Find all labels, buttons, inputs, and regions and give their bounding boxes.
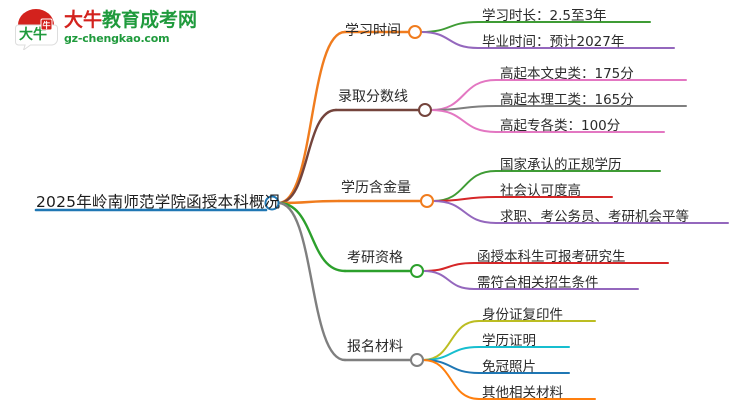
branch-node[interactable] (418, 103, 432, 117)
leaf-label-score-liberal-arts[interactable]: 高起本文史类：175分 (500, 66, 634, 82)
branch-label-application-materials[interactable]: 报名材料 (347, 339, 403, 355)
branch-node[interactable] (410, 264, 424, 278)
svg-text:大牛: 大牛 (19, 26, 47, 43)
logo-title: 大牛教育成考网 (64, 9, 204, 31)
leaf-connector (422, 262, 475, 272)
root-node[interactable] (264, 195, 280, 211)
leaf-label-can-apply-postgrad[interactable]: 函授本科生可报考研究生 (477, 249, 626, 265)
leaf-connector (422, 270, 475, 290)
branch-label-admission-score[interactable]: 录取分数线 (338, 89, 408, 105)
logo-domain: gz-chengkao.com (64, 32, 170, 45)
branch-node[interactable] (420, 194, 434, 208)
leaf-label-study-duration[interactable]: 学习时长：2.5至3年 (482, 8, 607, 24)
root-node-label[interactable]: 2025年岭南师范学院函授本科概况 (36, 193, 281, 211)
logo-title-green: 教育成考网 (102, 9, 198, 31)
logo-text: 大牛教育成考网 gz-chengkao.com (64, 9, 204, 46)
leaf-label-graduation-time[interactable]: 毕业时间：预计2027年 (482, 34, 625, 50)
leaf-label-other-materials[interactable]: 其他相关材料 (482, 385, 563, 401)
branch-connector (277, 199, 341, 205)
svg-text:牛: 牛 (43, 20, 51, 30)
logo-mark-icon: 大牛 牛 (14, 8, 58, 52)
branch-node[interactable] (410, 353, 424, 367)
leaf-connector (422, 359, 480, 400)
branch-node[interactable] (408, 25, 422, 39)
leaf-label-photo[interactable]: 免冠照片 (482, 359, 536, 375)
leaf-label-score-science[interactable]: 高起本理工类：165分 (500, 92, 634, 108)
branch-label-postgrad-eligibility[interactable]: 考研资格 (347, 250, 403, 266)
leaf-label-equal-opportunity[interactable]: 求职、考公务员、考研机会平等 (500, 209, 689, 225)
leaf-connector (420, 31, 479, 49)
site-logo: 大牛 牛 大牛教育成考网 gz-chengkao.com (14, 6, 204, 52)
leaf-label-id-copy[interactable]: 身份证复印件 (482, 307, 563, 323)
branch-connector (277, 201, 347, 362)
branch-label-degree-value[interactable]: 学历含金量 (341, 180, 411, 196)
leaf-label-meet-conditions[interactable]: 需符合相关招生条件 (477, 275, 599, 291)
branch-connector (277, 30, 347, 205)
leaf-connector (430, 105, 497, 111)
leaf-label-state-recognized[interactable]: 国家承认的正规学历 (500, 157, 622, 173)
branch-connector (277, 108, 338, 205)
leaf-connector (420, 21, 479, 33)
branch-label-study-time[interactable]: 学习时间 (345, 23, 401, 39)
leaf-connector (432, 200, 497, 224)
logo-title-red: 大牛 (64, 9, 103, 31)
leaf-connector (430, 109, 497, 133)
leaf-connector (432, 196, 497, 202)
branch-connector (277, 201, 347, 273)
leaf-label-education-proof[interactable]: 学历证明 (482, 333, 536, 349)
leaf-label-score-college[interactable]: 高起专各类：100分 (500, 118, 621, 134)
leaf-label-social-recognition[interactable]: 社会认可度高 (500, 183, 581, 199)
